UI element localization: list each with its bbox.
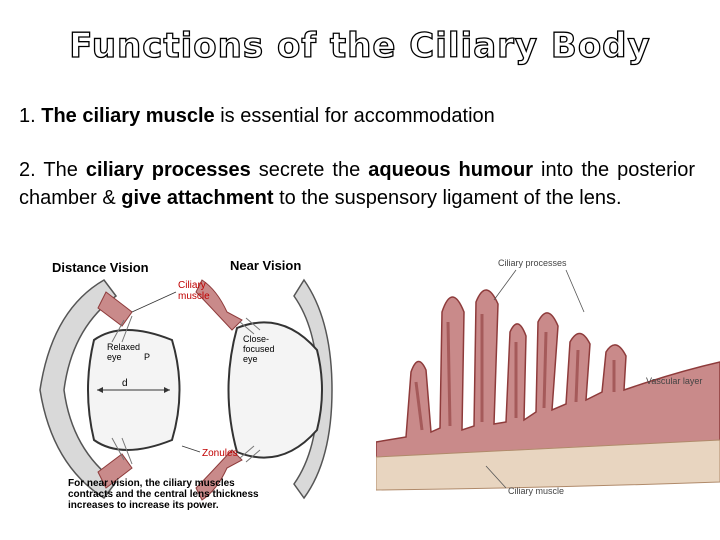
- processes-label: Ciliary processes: [498, 258, 567, 268]
- point-2-number: 2.: [19, 159, 36, 181]
- point-2-bold-processes: ciliary processes: [85, 159, 251, 181]
- relaxed-label-line1: Relaxed: [107, 342, 140, 352]
- point-2-text: into the posterior chamber &: [19, 159, 695, 209]
- near-vision-label: Near Vision: [230, 258, 301, 273]
- ciliary-muscle-label-line2: muscle: [178, 291, 210, 302]
- relaxed-eye-drawing: [39, 279, 181, 500]
- point-2: 2. The ciliary processes secrete the aqu…: [19, 156, 695, 212]
- vascular-label: Vascular layer: [646, 376, 702, 386]
- caption-line2: contracts and the central lens thickness: [68, 489, 259, 500]
- d-label: d: [122, 378, 128, 389]
- close-label-line2: focused: [243, 344, 275, 354]
- close-label-line3: eye: [243, 354, 258, 364]
- ciliary-processes-drawing: [376, 289, 720, 491]
- zonules-label: Zonules: [202, 448, 238, 459]
- slide-title: Functions of the Ciliary Body: [69, 25, 651, 66]
- point-1-number: 1.: [19, 105, 36, 127]
- close-label-line1: Close-: [243, 334, 269, 344]
- caption-line3: increases to increase its power.: [68, 500, 219, 511]
- point-1-text: is essential for accommodation: [214, 105, 495, 127]
- p-label: P: [144, 352, 150, 362]
- ciliary-muscle-label-line1: Ciliary: [178, 280, 206, 291]
- point-2-text: to the suspensory ligament of the lens.: [273, 187, 622, 209]
- point-1-bold: The ciliary muscle: [41, 105, 215, 127]
- point-2-bold-aqueous: aqueous humour: [368, 159, 533, 181]
- ciliary-processes-diagram: Ciliary processes Vascular layer Ciliary…: [376, 252, 720, 504]
- point-2-bold-attachment: give attachment: [121, 187, 274, 209]
- caption-line1: For near vision, the ciliary muscles: [68, 478, 235, 489]
- accommodation-diagram: Distance Vision Near Vision Ciliary musc…: [32, 250, 340, 520]
- relaxed-label-line2: eye: [107, 352, 122, 362]
- point-1: 1. The ciliary muscle is essential for a…: [19, 102, 695, 130]
- point-2-text: secrete the: [250, 159, 369, 181]
- close-focused-eye-drawing: [195, 278, 333, 501]
- muscle-label: Ciliary muscle: [508, 486, 564, 496]
- point-2-text: The: [35, 159, 86, 181]
- distance-vision-label: Distance Vision: [52, 260, 149, 275]
